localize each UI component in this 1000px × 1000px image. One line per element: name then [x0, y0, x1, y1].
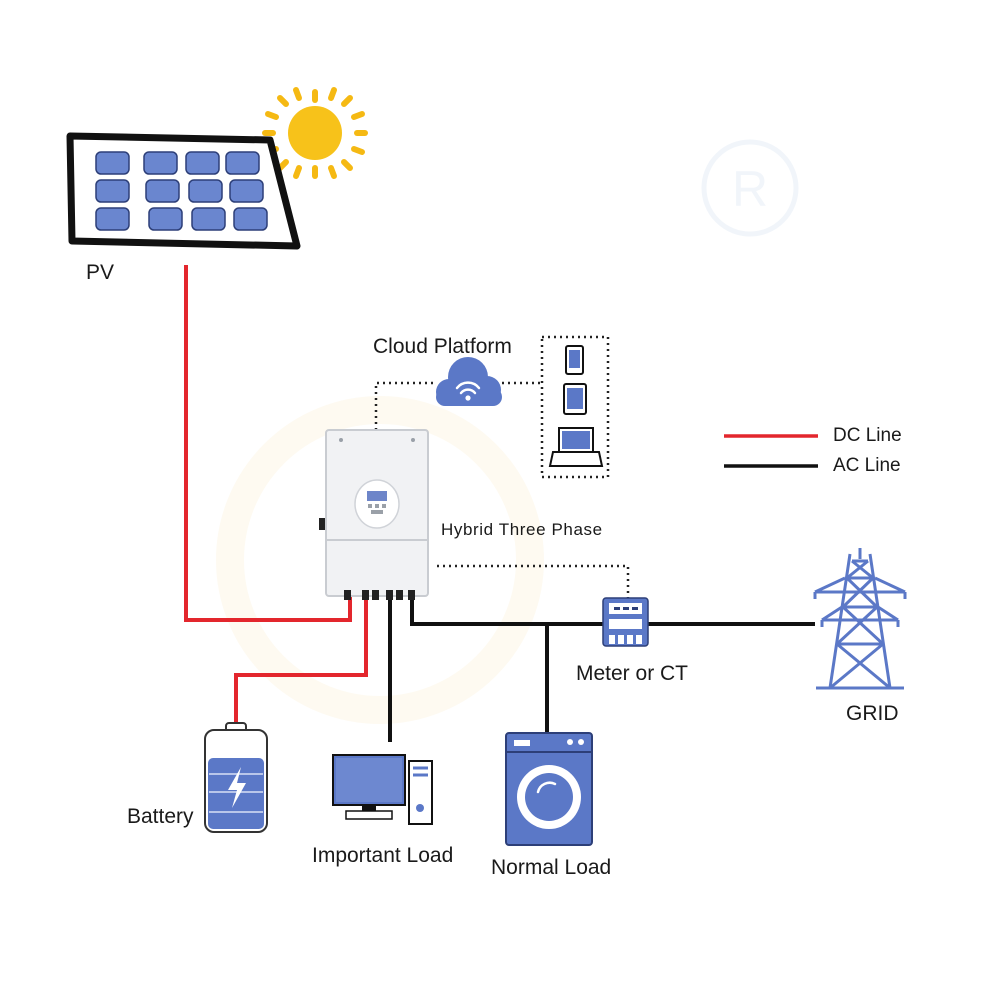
- computer-icon: [332, 754, 433, 825]
- watermark: R: [216, 139, 799, 724]
- battery-icon: [204, 722, 268, 833]
- inverter-icon: [319, 429, 429, 600]
- normal-load-label: Normal Load: [491, 856, 612, 879]
- inverter-label: Hybrid Three Phase: [441, 520, 603, 539]
- pv-panel-icon: [66, 132, 301, 250]
- sun-icon: [262, 87, 368, 179]
- grid-ac-line: [410, 595, 815, 626]
- dc-lines: [184, 265, 368, 727]
- devices-group: [540, 335, 610, 479]
- battery-dc-line: [234, 595, 368, 727]
- legend-label-dc: DC Line: [833, 425, 902, 446]
- pv-label: PV: [86, 261, 115, 284]
- svg-text:R: R: [732, 161, 768, 217]
- battery-label: Battery: [127, 805, 194, 828]
- tablet-icon: [563, 383, 587, 415]
- ac-lines: [388, 595, 815, 742]
- grid-tower-icon: [813, 548, 907, 690]
- meter-icon: [602, 597, 649, 647]
- important-load-label: Important Load: [312, 844, 454, 867]
- legend: [724, 434, 818, 468]
- laptop-icon: [548, 427, 604, 467]
- meter-label: Meter or CT: [576, 662, 689, 685]
- comm-lines: [374, 381, 630, 598]
- smartphone-icon: [565, 345, 584, 375]
- cloud-platform-label: Cloud Platform: [373, 335, 512, 358]
- grid-label: GRID: [846, 702, 899, 725]
- cloud-icon: [436, 357, 502, 406]
- washing-machine-icon: [505, 732, 593, 846]
- pv-dc-line: [184, 265, 352, 622]
- legend-label-ac: AC Line: [833, 455, 901, 476]
